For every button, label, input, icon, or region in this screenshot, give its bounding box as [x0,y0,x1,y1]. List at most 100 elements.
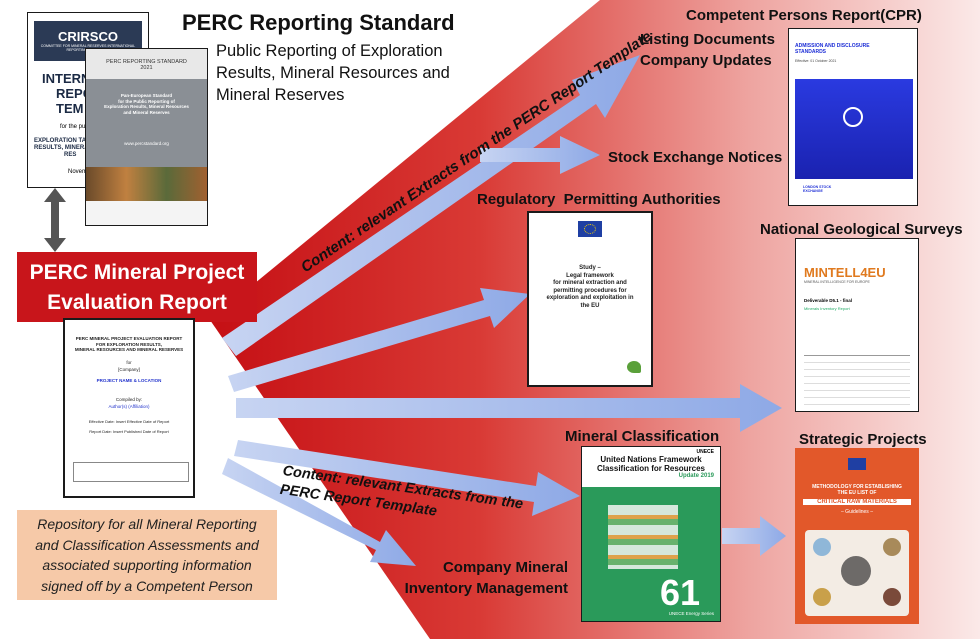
crirsco-lower: EXPLORATION TAR RESULTS, MINERAL RE RES [34,138,148,159]
eu-study-line: the EU [580,302,600,309]
eu-study-line: permitting procedures for [553,287,627,294]
national-surveys-label: National Geological Surveys [760,221,963,238]
eu-study-heading: Study – Legal framework for mineral extr… [529,265,651,310]
perc-standard-website: www.percstandard.org [124,141,169,146]
crm-mineral-center [841,556,871,586]
page-subtitle: Public Reporting of Exploration Results,… [216,40,450,106]
lse-doc-title: ADMISSION AND DISCLOSURE STANDARDS [795,43,917,55]
double-arrow [44,188,66,252]
crirsco-body: for the publ [60,124,91,130]
report-doc-effective: Effective Date: Insert Effective Date of… [88,418,170,424]
eu-flag [578,221,602,237]
perc-standard-photo [86,167,207,201]
report-doc-title-line: MINERAL RESOURCES AND MINERAL RESERVES [74,347,184,352]
perc-standard-year: 2021 [140,65,153,71]
lse-title-line: STANDARDS [795,49,827,55]
unfc-header: UNECE United Nations Framework Classific… [582,447,720,487]
page-title: PERC Reporting Standard [182,10,455,35]
report-doc-title-line: FOR EXPLORATION RESULTS, [95,341,163,347]
eu-study-line: for mineral extraction and [553,280,627,286]
report-doc-compiled: Compiled by: [115,396,143,402]
crm-title: METHODOLOGY FOR ESTABLISHING THE EU LIST… [795,484,919,496]
unfc-cube-graphic [608,505,678,569]
strategic-label: Strategic Projects [799,431,927,448]
perc-desc-line: for the Public Reporting of [118,98,175,104]
lse-doc-footer: LONDON STOCK EXCHANGE [803,185,832,193]
lse-doc-date: Effective: 01 October 2021 [795,59,837,63]
unfc-doc: UNECE United Nations Framework Classific… [581,446,721,622]
mintell-subtitle: Minerals Inventory Report [804,306,850,311]
cpr-label: Competent Persons Report(CPR) [686,7,922,24]
arrow-to-regulatory [228,288,530,392]
lse-standards-doc: ADMISSION AND DISCLOSURE STANDARDS Effec… [788,28,918,206]
mintell-logo-sub: MINERAL INTELLIGENCE FOR EUROPE [804,280,870,284]
perc-standard-desc: Pan-European Standard for the Public Rep… [86,93,207,115]
unfc-number: 61 [660,572,701,613]
perc-standard-header: PERC REPORTING STANDARD 2021 [86,49,207,79]
crirsco-lower-line: EXPLORATION TAR [34,138,91,144]
perc-desc-line: and Mineral Reserves [123,109,170,115]
crirsco-heading-line: INTERN [42,71,91,86]
crm-mineral-3 [813,588,831,606]
company-updates-label: Company Updates [640,52,772,69]
crirsco-lower-line: RES [64,152,77,158]
report-doc-for: for [126,359,132,365]
mintell-table [804,355,910,406]
lse-doc-graphic [795,79,913,179]
mintell-logo-text: MINTELL4EU [804,265,886,280]
company-inventory-label: Company Mineral Inventory Management [392,557,568,599]
mintell-logo: MINTELL4EU [804,265,918,280]
company-inventory-line: Inventory Management [404,580,568,597]
crm-title-line: METHODOLOGY FOR ESTABLISHING [812,484,902,490]
eu-study-line: Study – [579,265,601,271]
repository-note: Repository for all Mineral Reporting and… [17,510,277,600]
report-doc-title: PERC MINERAL PROJECT EVALUATION REPORT F… [65,336,193,353]
report-doc-date: Report Date: Insert Published Date of Re… [89,428,169,434]
crm-mineral-1 [813,538,831,556]
repository-note-line: signed off by a Competent Person [41,577,253,594]
arrow-to-stock-exchange [480,136,600,174]
arrow-to-inventory [222,458,416,566]
unfc-title-line: Classification for Resources [596,464,706,473]
unfc-org: UNECE [696,449,714,455]
stock-exchange-label: Stock Exchange Notices [608,149,783,166]
report-doc-author: Author(s) (Affiliation) [108,403,150,409]
arrow-to-cpr [222,55,640,356]
crm-methodology-doc: METHODOLOGY FOR ESTABLISHING THE EU LIST… [795,448,919,624]
eu-study-line: exploration and exploitation in [546,295,634,301]
arrow-to-surveys [236,384,782,432]
mintell-deliverable: Deliverable D5.1 - final [804,298,853,303]
eu-flag-stars [584,224,596,234]
eu-study-doc: Study – Legal framework for mineral extr… [527,211,653,387]
arrow-to-strategic [722,516,786,556]
unfc-title: United Nations Framework Classification … [582,455,720,473]
unfc-series: UNECE Energy Series [668,611,714,616]
crm-mineral-2 [883,538,901,556]
crm-guidelines: – Guidelines – [841,509,873,515]
lse-doc-circle [843,107,863,127]
repository-note-line: Repository for all Mineral Reporting [37,516,257,532]
crirsco-heading: INTERN REPO TEM [42,71,148,116]
eu-study-leaf-icon [627,361,641,373]
crirsco-lower-line: RESULTS, MINERAL RE [34,145,103,151]
crirsco-logo: CRIRSCO [58,29,118,44]
perc-standard-doc: PERC REPORTING STANDARD 2021 Pan-Europea… [85,48,208,226]
unfc-update: Update 2019 [678,473,714,479]
crm-eu-flag [848,458,866,470]
crm-highlight: CRITICAL RAW MATERIALS [803,499,911,505]
subtitle-line: Public Reporting of Exploration [216,42,443,60]
report-title-box: PERC Mineral Project Evaluation Report [17,252,257,322]
crm-title-line: THE EU LIST OF [837,490,877,496]
report-title-line: PERC Mineral Project [29,261,245,284]
crirsco-heading-line: REPO [56,86,93,101]
crm-mineral-4 [883,588,901,606]
company-inventory-line: Company Mineral [442,559,568,576]
listing-label: Listing Documents [640,31,776,48]
perc-desc-line: Pan-European Standard [120,93,173,98]
subtitle-line: Mineral Reserves [216,86,345,104]
report-doc-project: PROJECT NAME & LOCATION [96,377,162,383]
repository-note-line: and Classification Assessments and [35,536,259,553]
perc-standard-logos [86,201,207,225]
report-doc-footer-box [73,462,189,482]
report-doc-title-line: PERC MINERAL PROJECT EVALUATION REPORT [75,336,183,341]
